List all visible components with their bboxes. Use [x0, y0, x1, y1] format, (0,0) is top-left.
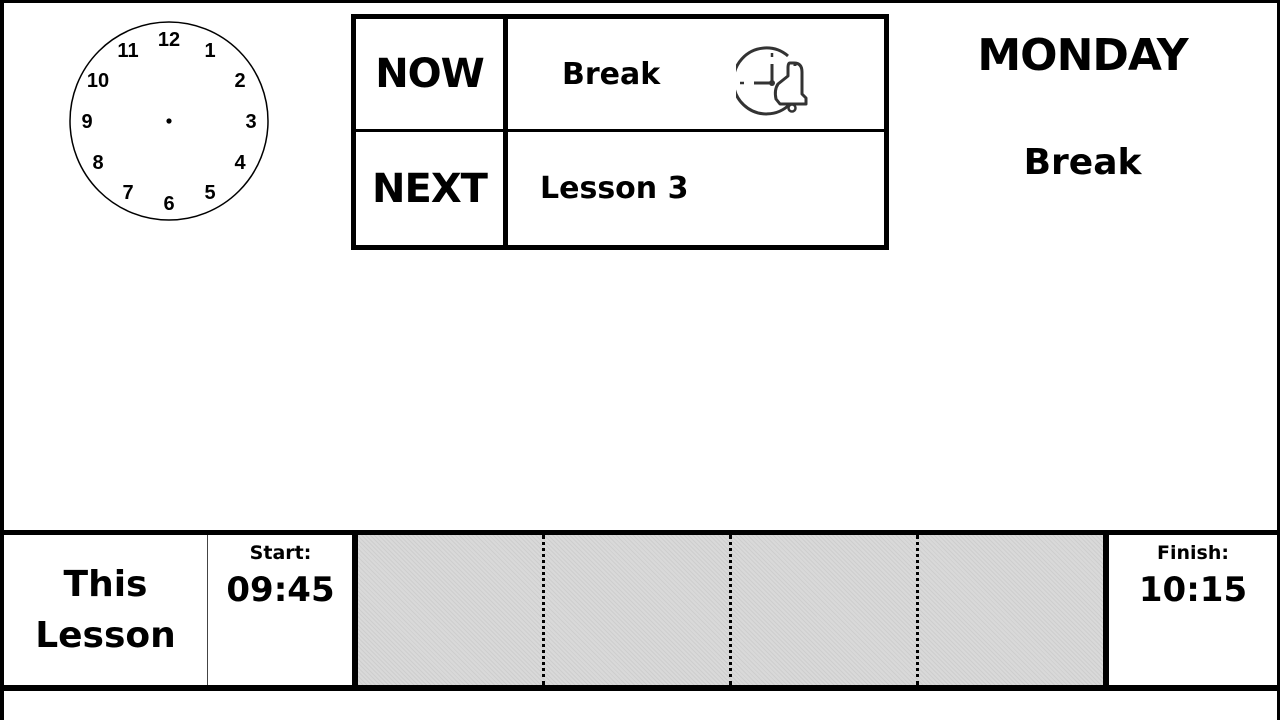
clock-bell-icon — [736, 46, 808, 116]
now-value-cell: Break — [508, 19, 884, 132]
day-name: MONDAY — [977, 30, 1188, 81]
this-lesson-title: This Lesson — [4, 535, 208, 685]
clock-numeral-6: 6 — [163, 193, 174, 215]
start-block: Start: 09:45 — [209, 535, 352, 685]
lesson-bar: This Lesson Start: 09:45 Finish: 10:15 — [0, 530, 1280, 691]
clock-center-dot — [166, 118, 172, 124]
clock-numeral-11: 11 — [117, 40, 138, 62]
day-activity: Break — [1023, 142, 1142, 183]
clock-numeral-2: 2 — [234, 70, 245, 92]
start-caption: Start: — [249, 542, 312, 564]
progress-segment — [542, 535, 729, 685]
finish-caption: Finish: — [1157, 542, 1229, 564]
progress-segment — [729, 535, 916, 685]
next-label-cell: NEXT — [356, 132, 508, 245]
clock-numeral-9: 9 — [81, 111, 92, 133]
next-label: NEXT — [372, 165, 488, 212]
clock-numeral-7: 7 — [122, 182, 133, 204]
this-lesson-line2: Lesson — [35, 615, 176, 656]
now-value: Break — [562, 56, 661, 92]
clock-numeral-1: 1 — [204, 40, 215, 62]
lesson-progress-bar — [352, 535, 1109, 685]
now-label: NOW — [375, 51, 485, 97]
this-lesson-line1: This — [63, 564, 148, 605]
next-value: Lesson 3 — [540, 171, 689, 206]
progress-segment — [916, 535, 1103, 685]
clock-numeral-4: 4 — [234, 152, 246, 174]
progress-segment — [358, 535, 542, 685]
clock-numeral-10: 10 — [87, 70, 109, 92]
now-label-cell: NOW — [356, 19, 508, 132]
now-next-panel: NOW Break NEXT Lesson 3 — [351, 14, 889, 250]
clock-numeral-5: 5 — [204, 182, 215, 204]
clock-numeral-8: 8 — [92, 152, 103, 174]
start-time: 09:45 — [226, 570, 335, 610]
clock-numeral-3: 3 — [245, 111, 256, 133]
finish-block: Finish: 10:15 — [1110, 535, 1276, 685]
next-value-cell: Lesson 3 — [508, 132, 884, 245]
clock-numeral-12: 12 — [158, 29, 180, 51]
finish-time: 10:15 — [1138, 570, 1248, 610]
